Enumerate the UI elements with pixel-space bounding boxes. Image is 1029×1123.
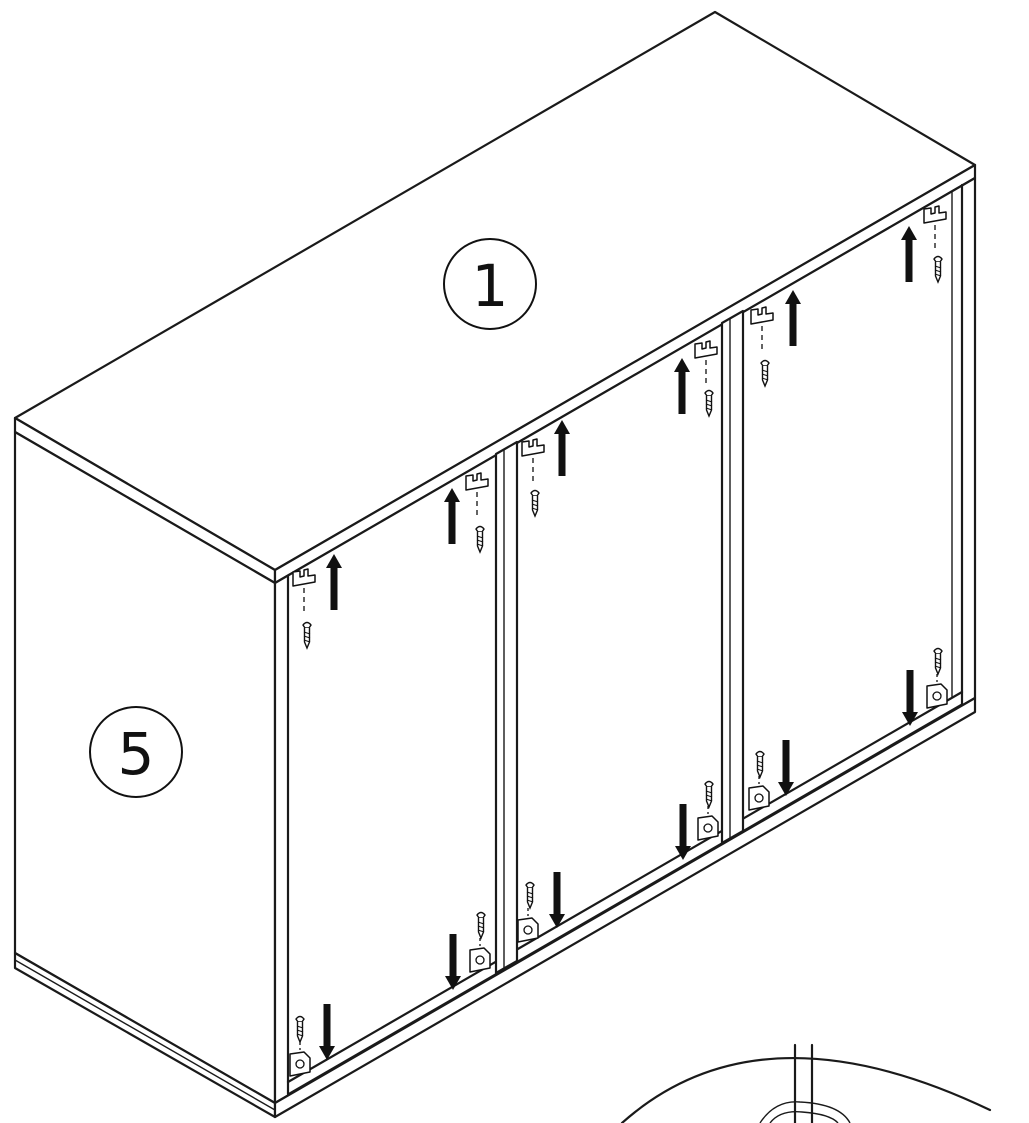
divider-right — [720, 309, 745, 845]
part-callout-1: 1 — [443, 238, 537, 330]
part-number-5: 5 — [118, 720, 155, 788]
part-callout-5: 5 — [89, 706, 183, 798]
detail-magnifier — [620, 1043, 992, 1123]
part-number-1: 1 — [472, 252, 509, 320]
divider-left — [494, 440, 519, 975]
